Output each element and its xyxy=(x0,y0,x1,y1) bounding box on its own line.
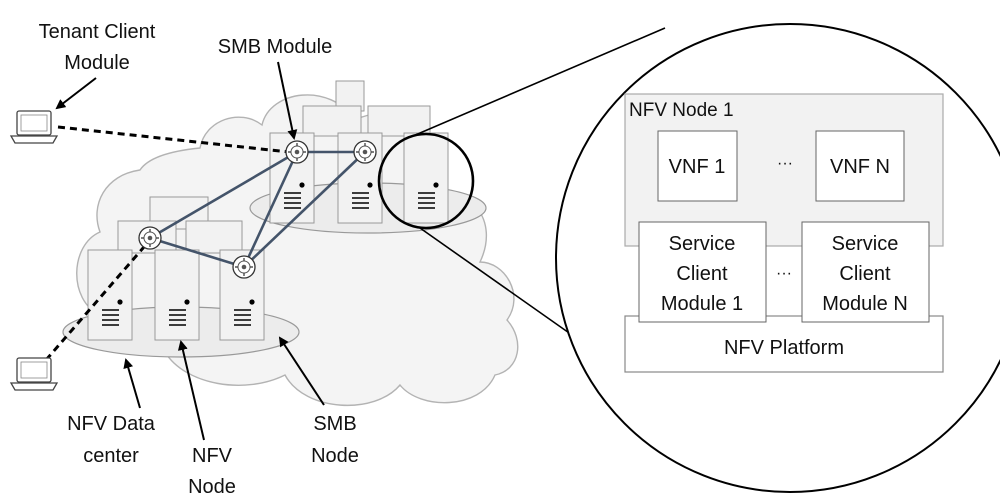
tenant-laptop-icon xyxy=(10,110,58,144)
vnf-last-box xyxy=(815,130,905,202)
nfv-datacenter-label-line2: center xyxy=(83,445,139,467)
nfv-platform-label: NFV Platform xyxy=(724,337,844,359)
nfv-node-arrow xyxy=(177,340,205,441)
tenant-client-label-line1: Tenant Client xyxy=(39,21,156,43)
scm-last-box xyxy=(801,221,930,323)
zoom-line-top xyxy=(412,27,666,137)
datacenter-arrow xyxy=(123,358,141,409)
magnify-circle xyxy=(377,132,475,230)
smb-switch-icon xyxy=(353,140,377,164)
scm-last-line1: Service xyxy=(832,233,899,255)
zoom-detail: NFV Node 1 VNF 1 ··· VNF N NFV Platform … xyxy=(555,23,1000,493)
tenant-links xyxy=(44,125,290,361)
tenant-client-label-line2: Module xyxy=(64,52,130,74)
upper-back-servers xyxy=(302,80,431,137)
scm-last-line3: Module N xyxy=(822,293,908,315)
vnf-ellipsis: ··· xyxy=(777,155,793,172)
scm-last-line2: Client xyxy=(839,263,891,285)
nfv-server-lower-1 xyxy=(87,249,133,341)
scm-first-line1: Service xyxy=(669,233,736,255)
smb-module-label: SMB Module xyxy=(218,36,333,58)
tenant-arrow xyxy=(55,77,97,110)
smb-switch-icon xyxy=(285,140,309,164)
smb-module-arrow xyxy=(277,61,298,140)
tenant-laptop-icon xyxy=(10,357,58,391)
smb-node-arrow xyxy=(278,336,325,406)
nfv-node-label-line1: NFV xyxy=(192,445,233,467)
nfv-node-title: NFV Node 1 xyxy=(629,100,734,121)
scm-first-box xyxy=(638,221,767,323)
vnf-first-box xyxy=(657,130,738,202)
vnf-last-label: VNF N xyxy=(830,156,890,178)
smb-switch-icon xyxy=(138,226,162,250)
nfv-node-1-server xyxy=(403,132,449,224)
diagram-labels: Tenant Client Module SMB Module NFV Data… xyxy=(39,21,359,498)
nfv-platform-box xyxy=(624,315,944,373)
smb-node-label-line1: SMB xyxy=(313,413,356,435)
scm-first-line3: Module 1 xyxy=(661,293,743,315)
nfv-datacenter-label-line1: NFV Data xyxy=(67,413,156,435)
scm-first-line2: Client xyxy=(676,263,728,285)
nfv-server-lower-2 xyxy=(154,249,200,341)
annotation-arrows xyxy=(55,61,325,441)
nfv-node-label-line2: Node xyxy=(188,476,236,498)
vnf-first-label: VNF 1 xyxy=(669,156,726,178)
smb-network-links xyxy=(149,150,366,269)
scm-ellipsis: ··· xyxy=(776,265,792,282)
smb-node-label-line2: Node xyxy=(311,445,359,467)
smb-switch-icon xyxy=(232,255,256,279)
